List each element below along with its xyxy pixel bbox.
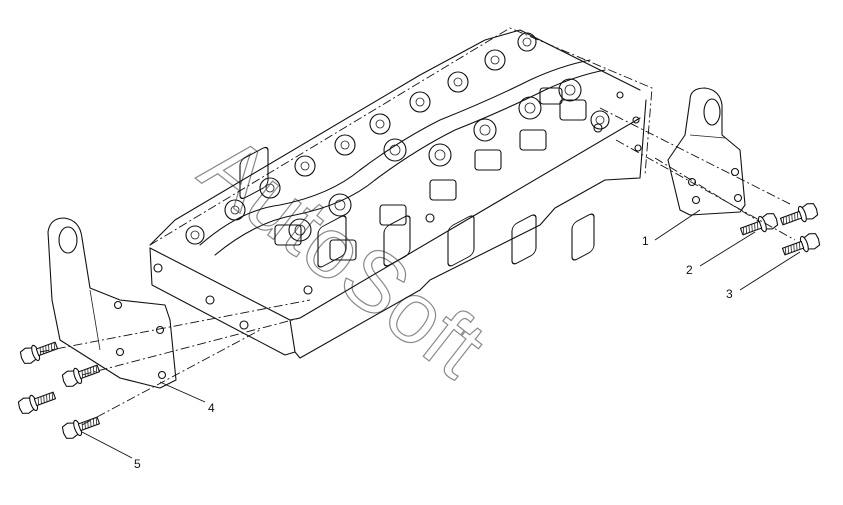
callout-1: 1 xyxy=(642,234,649,248)
callout-5: 5 xyxy=(134,457,141,471)
watermark: AutoSoft xyxy=(183,117,503,397)
bolt-2 xyxy=(738,210,780,240)
cylinder-head xyxy=(149,27,653,359)
bolt-5c xyxy=(16,387,58,417)
port-row xyxy=(239,146,595,268)
callout-4: 4 xyxy=(208,401,215,415)
bolt-5b xyxy=(60,360,102,390)
callouts: 1 2 3 4 5 xyxy=(81,209,801,471)
bolt-5d xyxy=(60,412,102,442)
callout-2: 2 xyxy=(686,263,693,277)
valve-train xyxy=(185,32,610,261)
bolt-5a xyxy=(18,337,60,367)
watermark-text: AutoSoft xyxy=(183,117,502,396)
lifting-eye-bracket-left xyxy=(47,217,177,389)
callout-3: 3 xyxy=(726,287,733,301)
lifting-eye-bracket-right xyxy=(667,87,746,216)
assembly-lines xyxy=(39,107,796,426)
bolt-3a xyxy=(778,200,820,230)
